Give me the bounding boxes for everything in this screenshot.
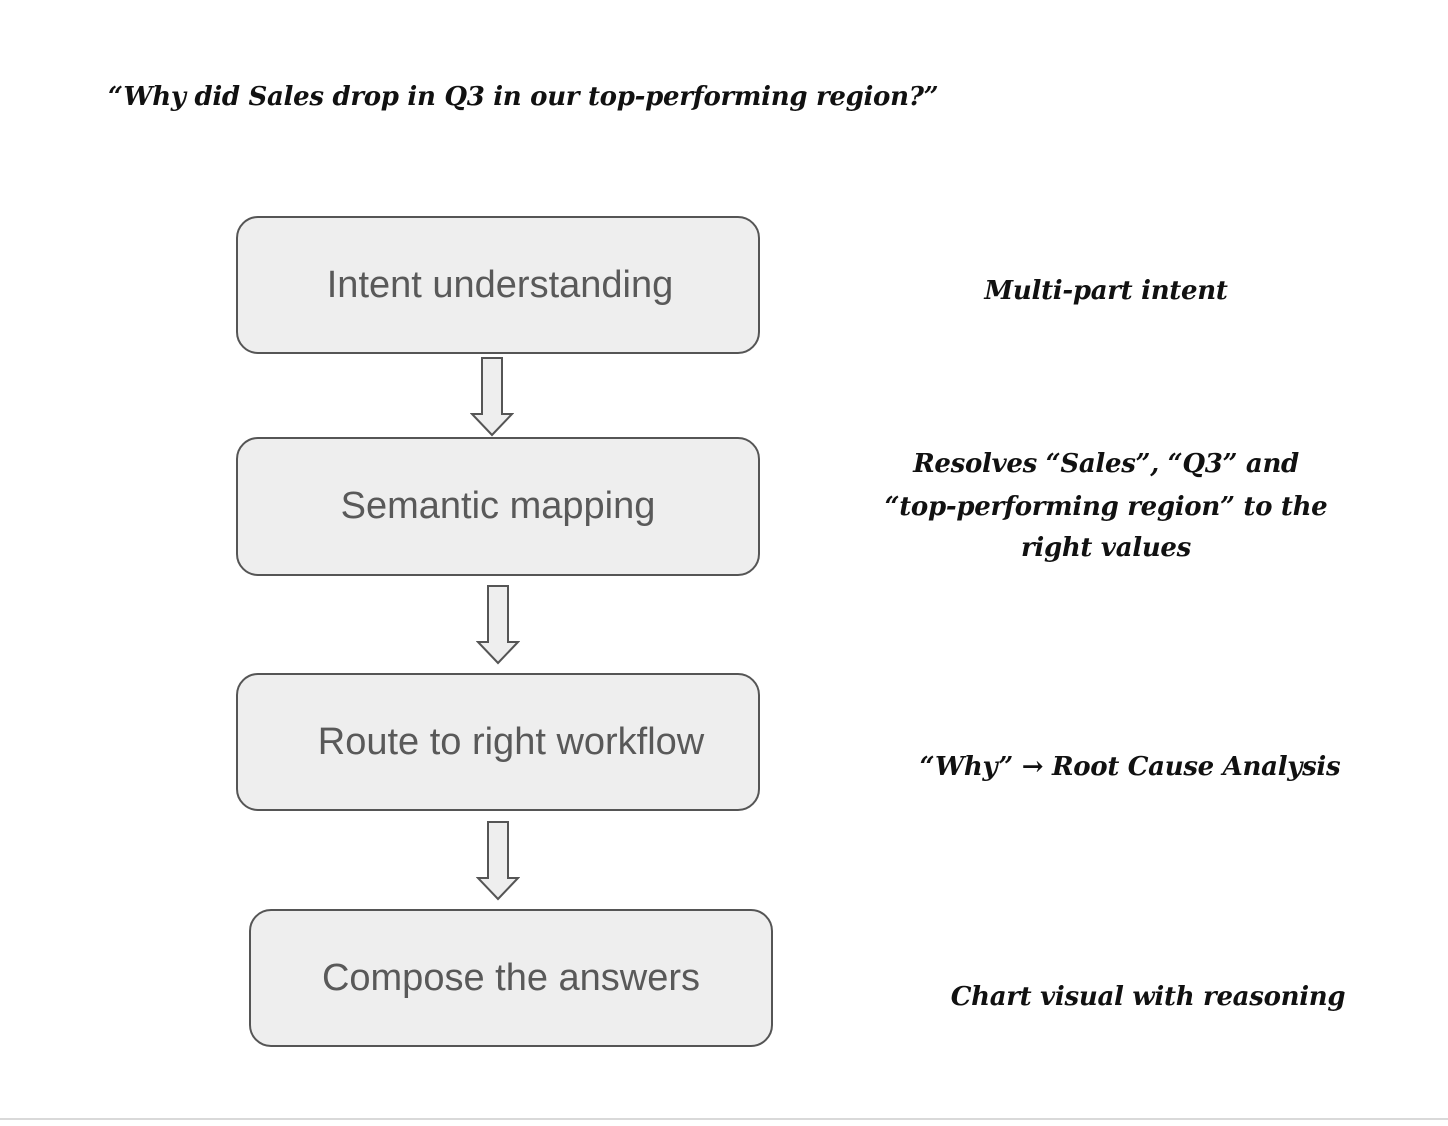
step-label: Route to right workflow xyxy=(317,720,705,763)
step-intent-understanding: Intent understanding xyxy=(236,216,760,354)
step-route-workflow: Route to right workflow xyxy=(236,673,760,811)
annotation-line: Chart visual with reasoning xyxy=(950,982,1346,1012)
step-compose-answers: Compose the answers xyxy=(249,909,773,1047)
annotation-intent: Multi-part intent xyxy=(930,270,1282,313)
step-label: Intent understanding xyxy=(326,263,674,306)
step-label: Compose the answers xyxy=(321,956,701,999)
question-title: “Why did Sales drop in Q3 in our top-per… xyxy=(108,82,939,112)
annotation-route: “Why” → Root Cause Analysis xyxy=(900,746,1360,789)
annotation-line: “Why” → Root Cause Analysis xyxy=(919,752,1341,782)
down-arrow-icon xyxy=(476,821,520,901)
annotation-line: “top-performing region” to the xyxy=(884,492,1328,522)
annotation-line: Multi-part intent xyxy=(984,276,1228,306)
annotation-line: Resolves “Sales”, “Q3” and xyxy=(913,449,1299,479)
annotation-line: right values xyxy=(1020,533,1192,563)
bottom-divider xyxy=(0,1118,1448,1120)
step-semantic-mapping: Semantic mapping xyxy=(236,437,760,576)
down-arrow-icon xyxy=(476,585,520,665)
step-label: Semantic mapping xyxy=(340,485,656,527)
down-arrow-icon xyxy=(470,357,514,437)
annotation-compose: Chart visual with reasoning xyxy=(930,976,1366,1019)
annotation-semantic: Resolves “Sales”, “Q3” and “top-performi… xyxy=(870,443,1342,570)
